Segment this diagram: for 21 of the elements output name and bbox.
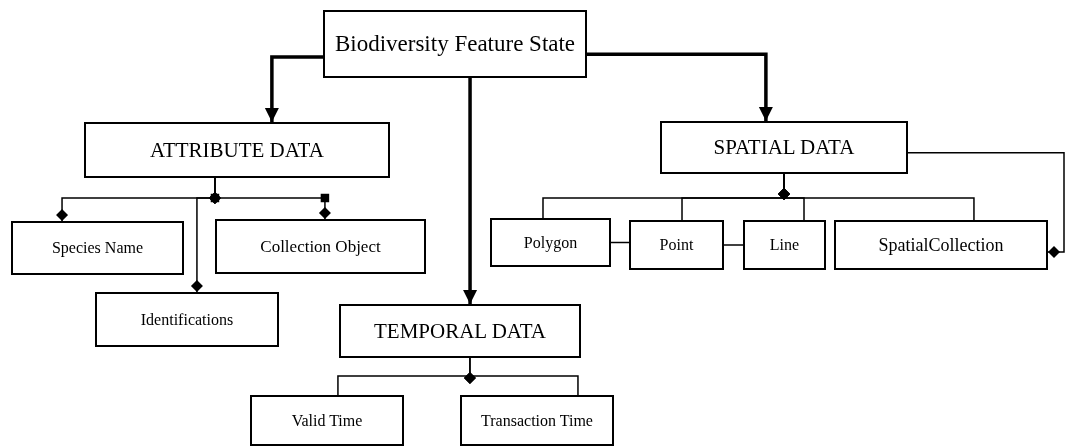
class-box: Collection Object [215,219,426,274]
class-box: SpatialCollection [834,220,1048,270]
connector [778,173,975,221]
arrow [264,55,323,122]
class-box: ATTRIBUTE DATA [84,122,390,178]
class-box: Line [743,220,826,270]
connector [723,244,744,246]
connector [907,152,1065,258]
arrow [463,78,478,304]
class-box: Point [629,220,724,270]
class-box: Species Name [11,221,184,275]
class-box: TEMPORAL DATA [339,304,581,358]
class-box: SPATIAL DATA [660,121,908,174]
arrow [587,52,773,121]
connector [463,357,579,396]
connector [210,177,331,220]
class-box: Transaction Time [460,395,614,446]
class-box: Polygon [490,218,611,267]
class-box: Valid Time [250,395,404,446]
class-box: Biodiversity Feature State [323,10,587,78]
class-box: Identifications [95,292,279,347]
